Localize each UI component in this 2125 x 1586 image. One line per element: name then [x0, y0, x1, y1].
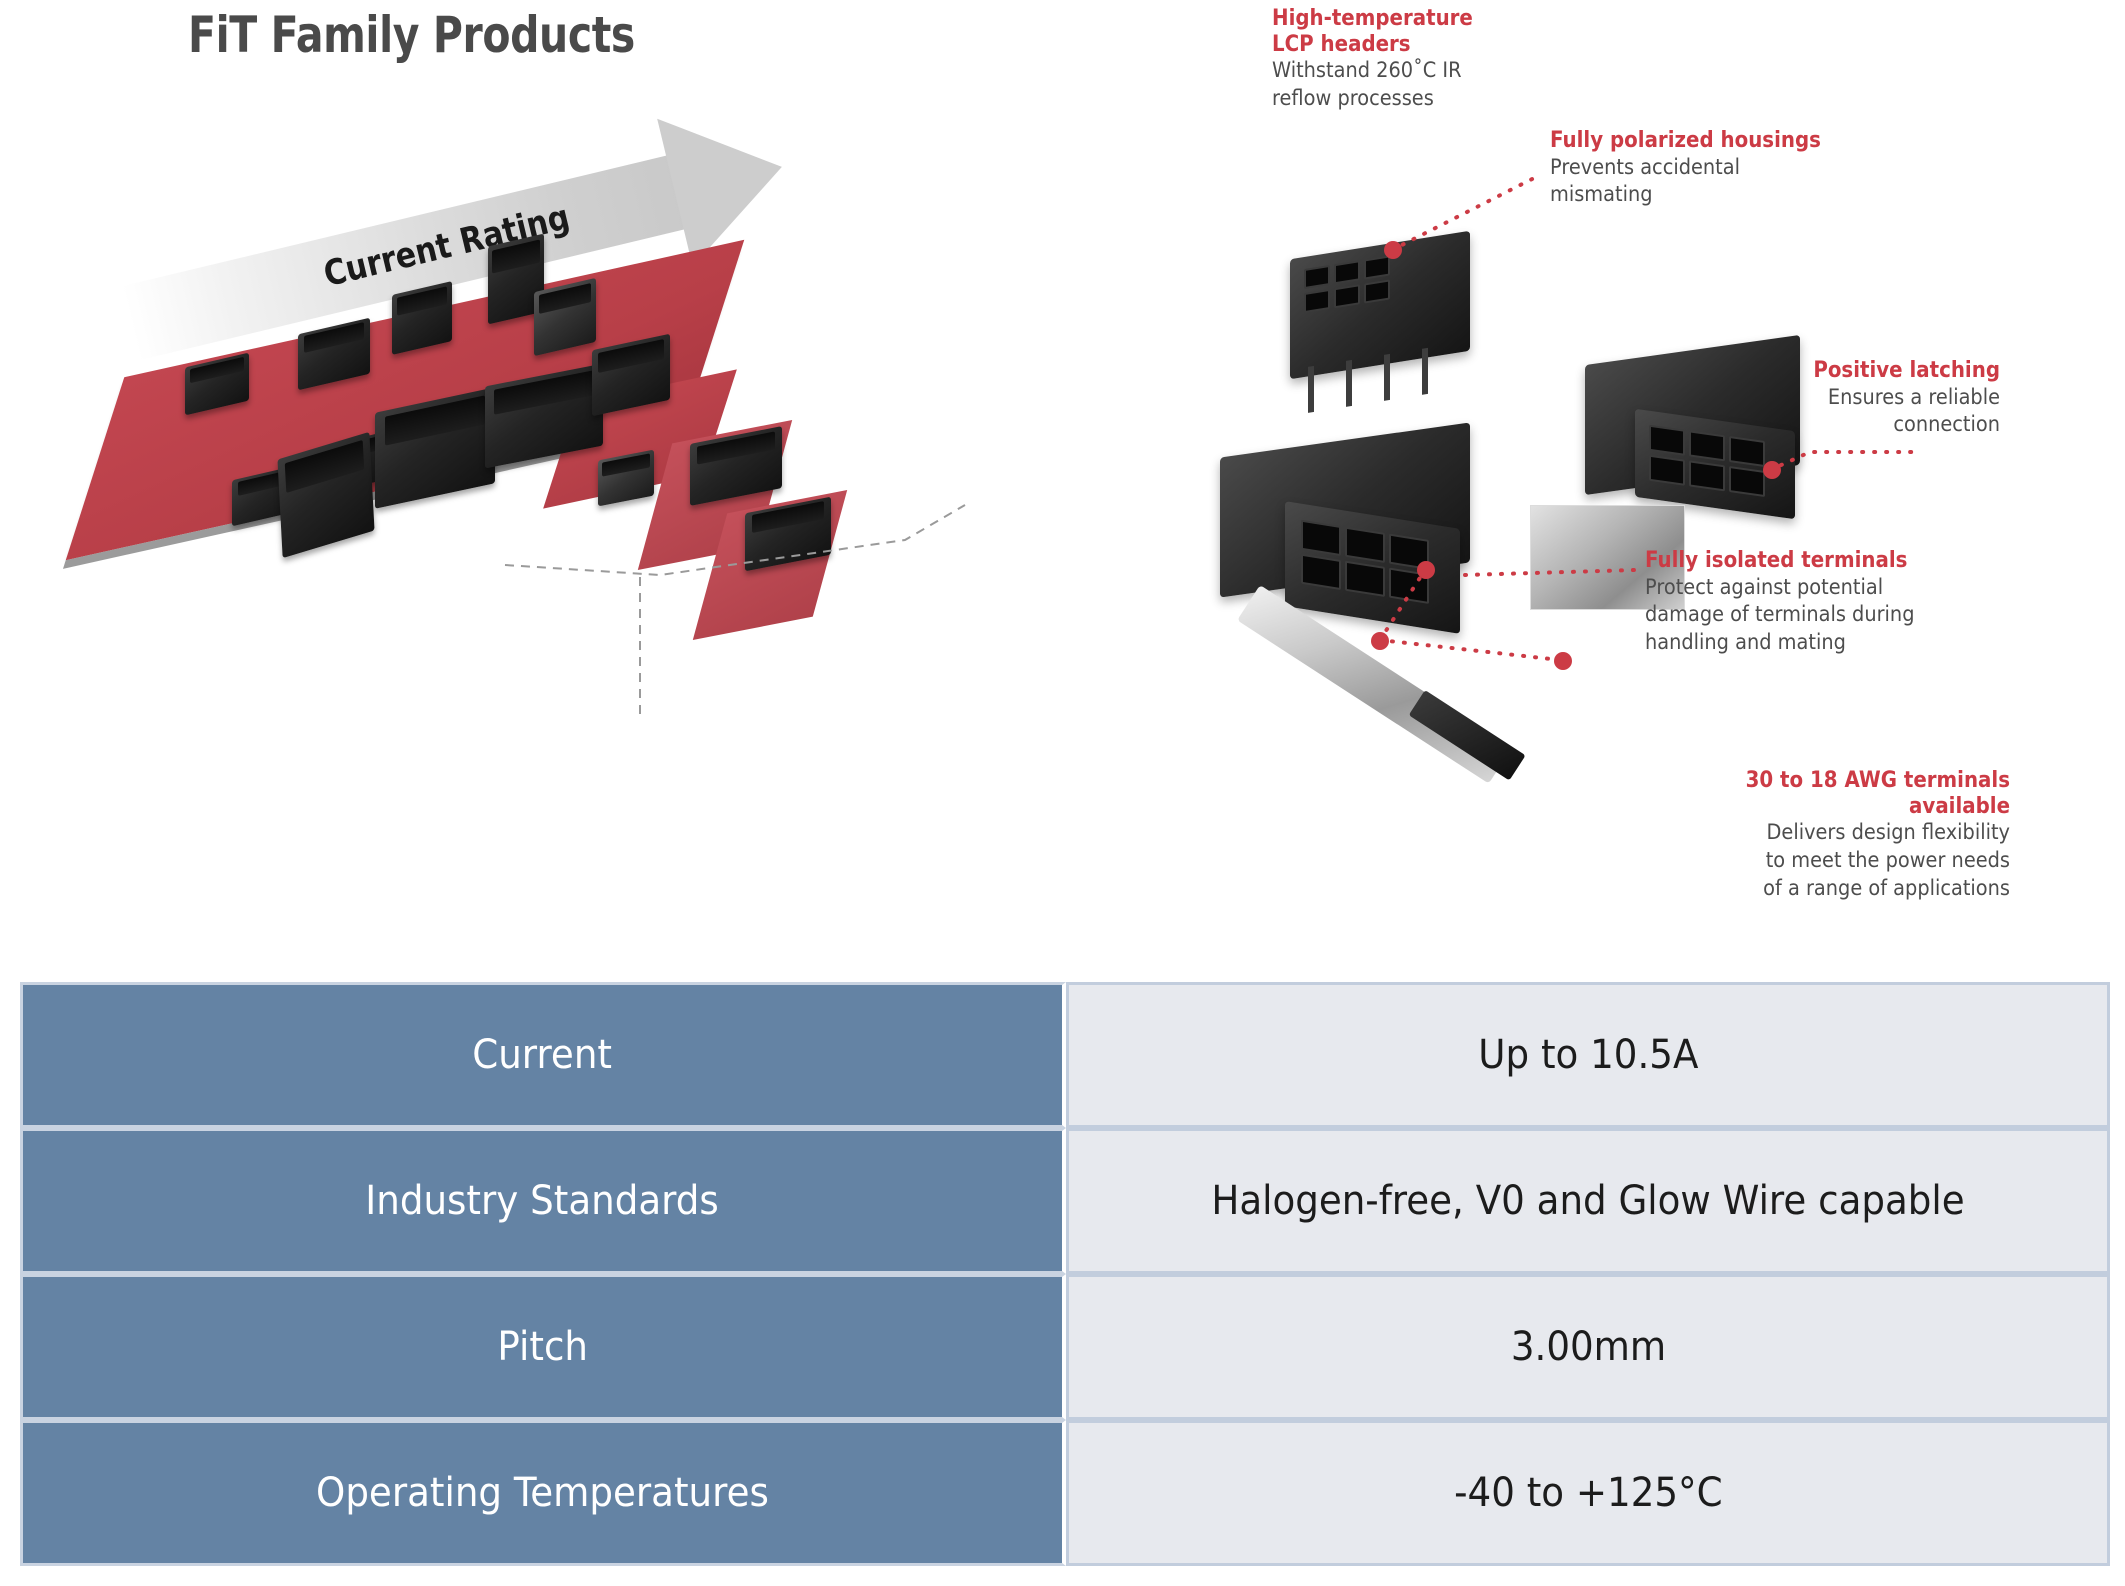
callout-fully-isolated-terminals: Fully isolated terminals Protect against…	[1645, 548, 2015, 656]
callout-fully-polarized-housings: Fully polarized housings Prevents accide…	[1550, 128, 1890, 209]
table-row-value: Up to 10.5A	[1066, 982, 2110, 1128]
cavity	[1649, 454, 1685, 486]
cavity	[1345, 526, 1385, 563]
spec-value-pitch: 3.00mm	[1510, 1324, 1666, 1370]
callout-heading: Fully isolated terminals	[1645, 548, 1908, 573]
spec-table: Current Up to 10.5A Industry Standards H…	[20, 982, 2110, 1566]
cavity	[1689, 460, 1725, 492]
callout-heading-line1: 30 to 18 AWG terminals	[1745, 768, 2010, 793]
header-cavity-grid	[1304, 255, 1390, 314]
callout-heading-line1: High-temperature	[1272, 6, 1473, 31]
table-row-value: 3.00mm	[1066, 1274, 2110, 1420]
callout-body-line3: handling and mating	[1645, 629, 1846, 655]
callout-body-line2: damage of terminals during	[1645, 602, 1915, 628]
callout-body-line2: to meet the power needs	[1765, 847, 2010, 873]
callout-body-line1: Withstand 260˚C IR	[1272, 58, 1462, 84]
cavity	[1301, 519, 1341, 557]
table-row-label: Current	[20, 982, 1066, 1128]
leader-dot	[1554, 652, 1572, 670]
callout-body-line1: Delivers design flexibility	[1766, 820, 2010, 846]
cavity	[1364, 255, 1390, 280]
spec-value-current: Up to 10.5A	[1477, 1032, 1699, 1078]
callout-body-line1: Protect against potential	[1645, 574, 1884, 600]
table-row-label: Pitch	[20, 1274, 1066, 1420]
cavity	[1301, 553, 1341, 591]
callout-body-line2: reflow processes	[1272, 85, 1434, 111]
spec-label-operating-temperatures: Operating Temperatures	[316, 1470, 769, 1516]
spec-label-current: Current	[472, 1032, 613, 1078]
cavity	[1334, 260, 1360, 285]
plug-cavity-grid	[1301, 519, 1429, 604]
table-leader-lines	[504, 504, 966, 715]
callout-heading-line2: LCP headers	[1272, 31, 1411, 57]
callout-heading: Fully polarized housings	[1550, 128, 1821, 153]
cavity	[1729, 435, 1765, 468]
cavity	[1345, 560, 1385, 597]
spec-label-industry-standards: Industry Standards	[365, 1178, 720, 1224]
table-row-value: -40 to +125°C	[1066, 1420, 2110, 1566]
cavity	[1389, 533, 1429, 570]
cavity	[1304, 288, 1330, 314]
cavity	[1729, 465, 1765, 498]
callout-high-temperature-lcp-headers: High-temperature LCP headers Withstand 2…	[1272, 6, 1582, 113]
cavity	[1334, 284, 1360, 309]
leader-dot	[1371, 632, 1389, 650]
photo-terminal-closeup-inset	[1530, 505, 1685, 610]
cavity	[1304, 264, 1330, 290]
table-row-value: Halogen-free, V0 and Glow Wire capable	[1066, 1128, 2110, 1274]
callout-heading: Positive latching	[1813, 358, 2000, 383]
cavity	[1389, 567, 1429, 604]
callout-body-line2: connection	[1893, 412, 2000, 438]
spec-value-operating-temperatures: -40 to +125°C	[1453, 1470, 1723, 1516]
callout-body-line1: Prevents accidental	[1550, 154, 1740, 180]
callout-body-line3: of a range of applications	[1763, 875, 2010, 901]
callout-body-line1: Ensures a reliable	[1827, 384, 2000, 410]
spec-label-pitch: Pitch	[497, 1324, 588, 1370]
cavity	[1364, 279, 1390, 304]
hero-illustration: Current Rating	[0, 90, 1230, 970]
spec-value-industry-standards: Halogen-free, V0 and Glow Wire capable	[1211, 1178, 1965, 1224]
table-row-label: Industry Standards	[20, 1128, 1066, 1274]
table-row-label: Operating Temperatures	[20, 1420, 1066, 1566]
feature-callout-panel: High-temperature LCP headers Withstand 2…	[1220, 0, 2125, 975]
callout-body-line2: mismating	[1550, 182, 1653, 208]
callout-positive-latching: Positive latching Ensures a reliable con…	[1660, 358, 2000, 439]
callout-heading-line2: available	[1909, 793, 2010, 819]
page-title: FiT Family Products	[188, 6, 635, 64]
callout-awg-terminals-available: 30 to 18 AWG terminals available Deliver…	[1660, 768, 2010, 902]
